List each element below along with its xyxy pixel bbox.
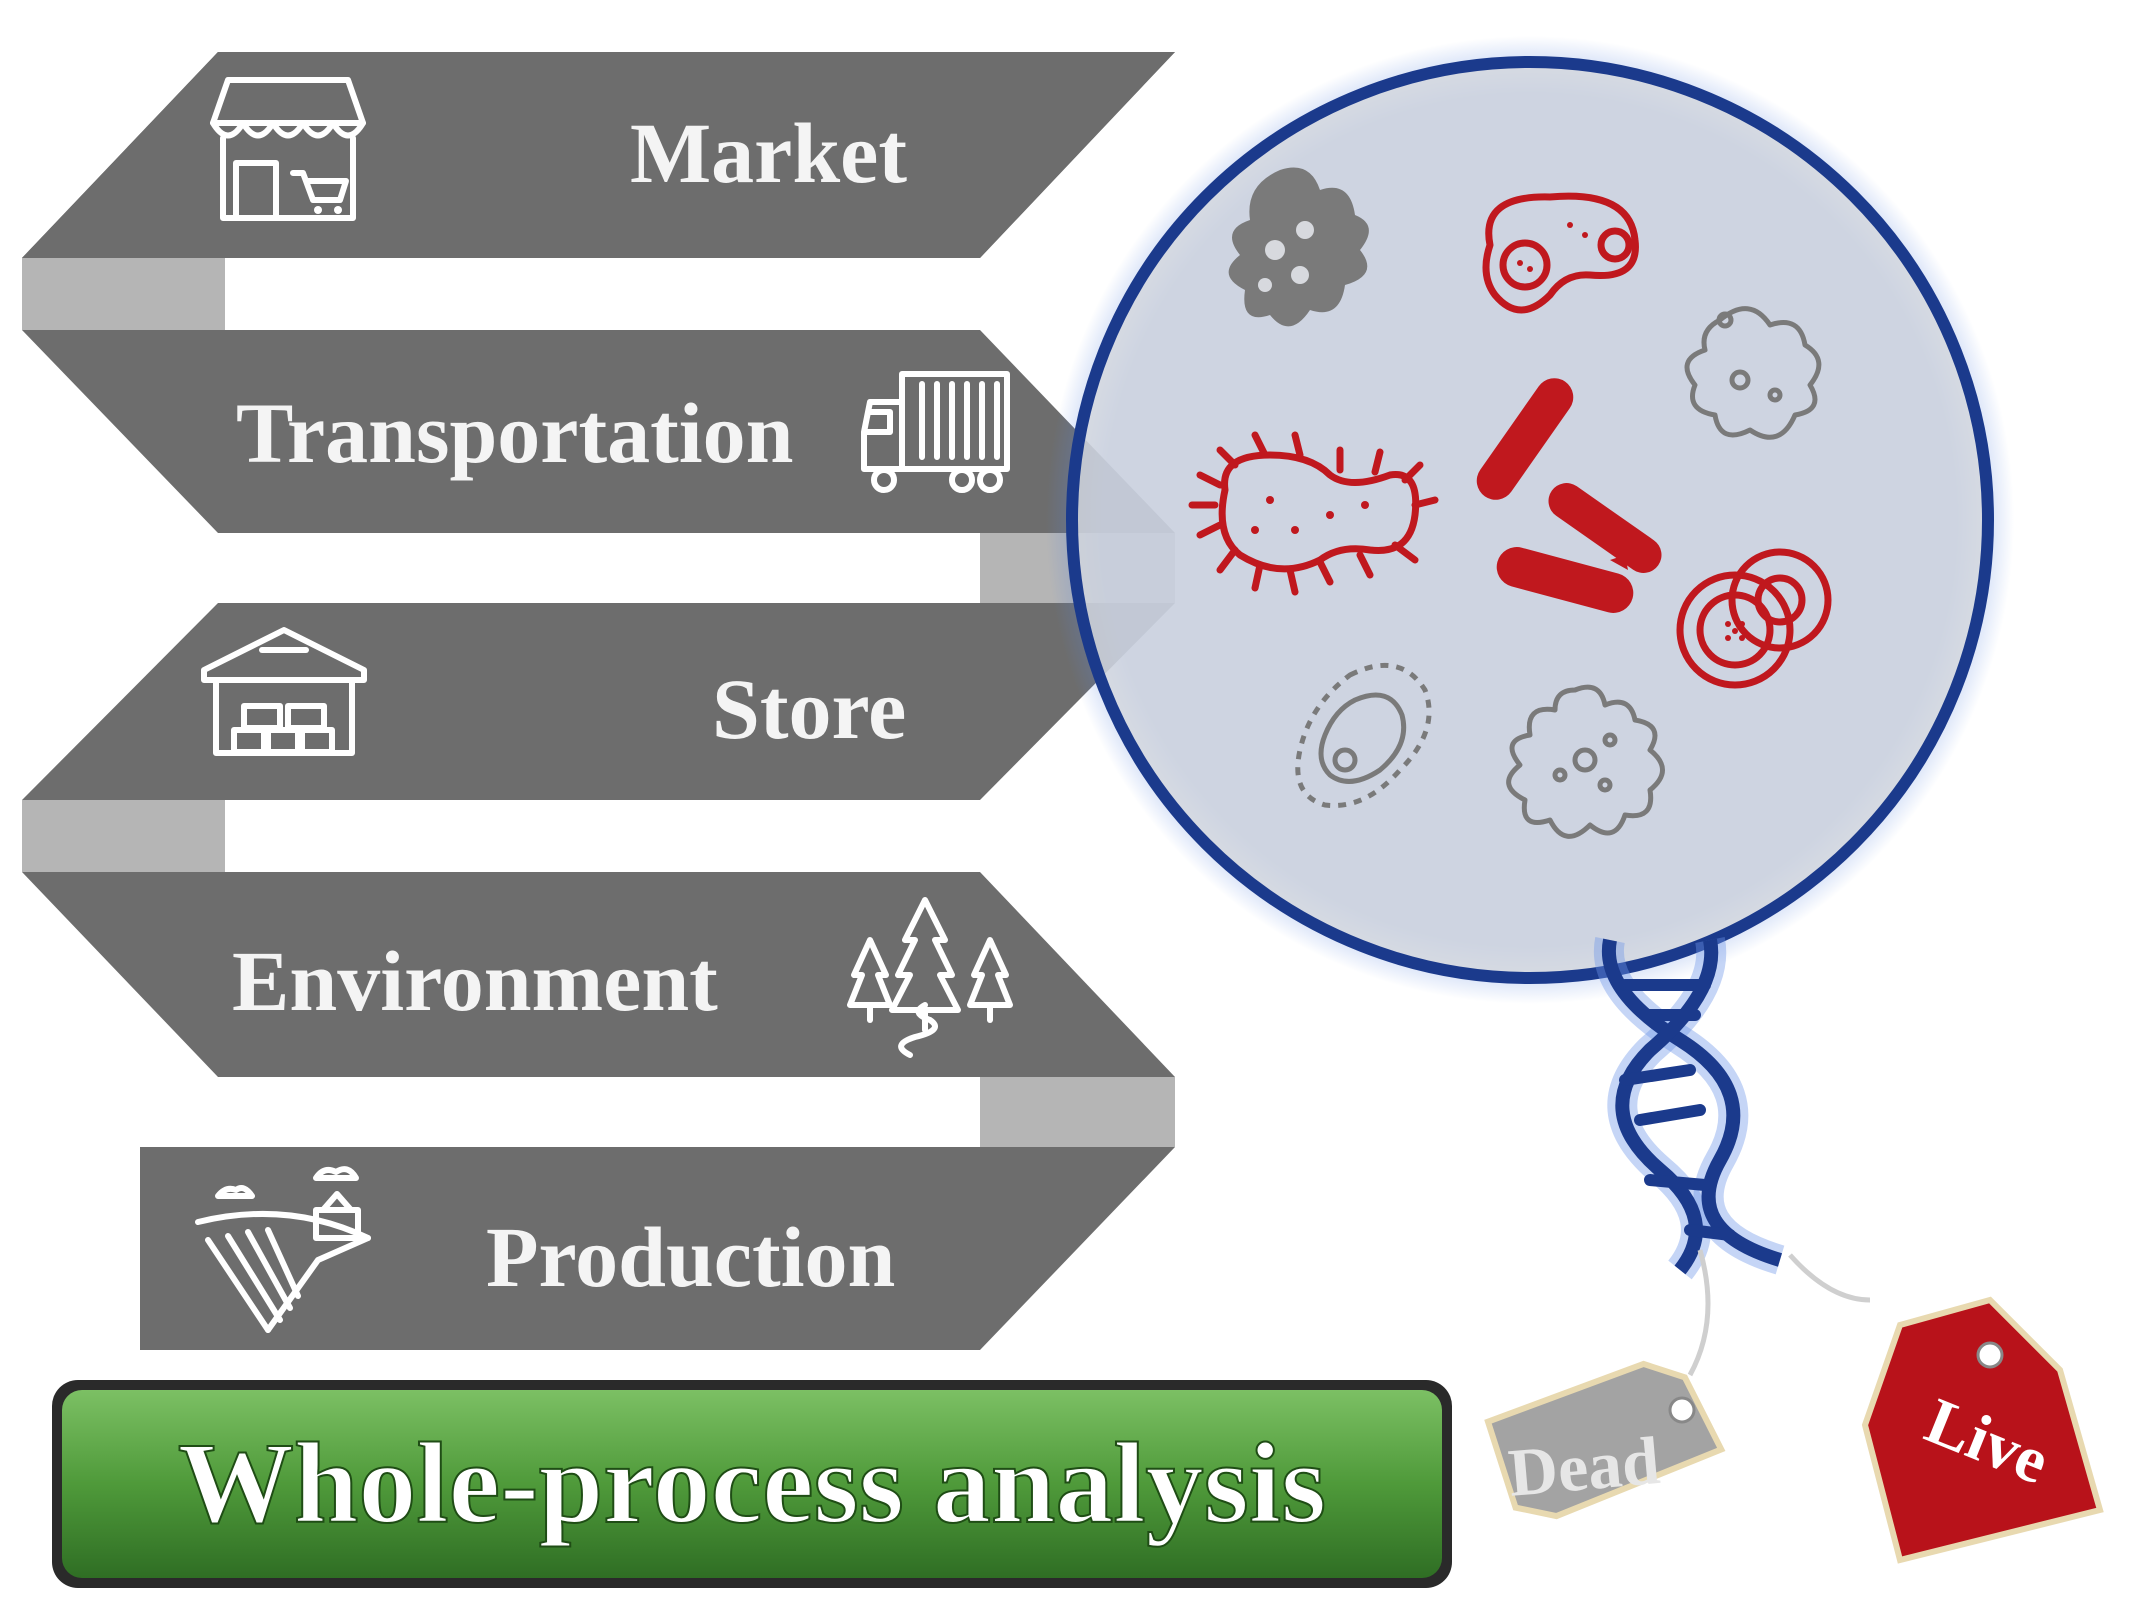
stage-label-market: Market — [630, 105, 907, 201]
amoeba-icon — [1684, 306, 1822, 440]
budding-cell-icon — [1676, 548, 1832, 689]
ribbon-fold — [22, 258, 225, 330]
nonpathogen-microbe-icon — [1228, 167, 1369, 327]
flagellated-bacterium-icon — [1188, 431, 1439, 596]
market-icon — [210, 77, 366, 221]
stage-production: Production — [140, 1147, 1175, 1350]
stage-environment: Environment — [22, 872, 1175, 1077]
dead-tag: Dead — [1484, 1249, 1726, 1520]
ribbon-fold — [22, 800, 225, 872]
rod-bacteria-icon — [1476, 378, 1662, 613]
warehouse-icon — [201, 627, 367, 756]
dead-tag-label: Dead — [1505, 1422, 1662, 1511]
magnifier-lens — [1046, 36, 2014, 1004]
banner-label: Whole-process analysis — [178, 1420, 1326, 1548]
stage-label-transportation: Transportation — [236, 385, 793, 481]
stage-market: Market — [22, 52, 1175, 258]
stage-store: Store — [22, 603, 1175, 800]
whole-process-banner: Whole-process analysis — [52, 1380, 1452, 1588]
stage-transportation: Transportation — [22, 330, 1175, 533]
pathogen-cell-icon — [1482, 192, 1639, 314]
dna-helix-handle — [1593, 937, 1785, 1280]
virus-icon — [1506, 684, 1665, 839]
dashed-cell-icon — [1295, 662, 1432, 809]
stage-label-production: Production — [486, 1209, 895, 1305]
farm-production-icon — [195, 1166, 371, 1333]
truck-icon — [861, 371, 1010, 493]
stage-label-environment: Environment — [232, 933, 718, 1029]
stage-label-store: Store — [712, 661, 906, 757]
forest-icon — [847, 897, 1013, 1058]
live-tag: Live — [1788, 1253, 2104, 1564]
ribbon-fold — [980, 1077, 1175, 1147]
